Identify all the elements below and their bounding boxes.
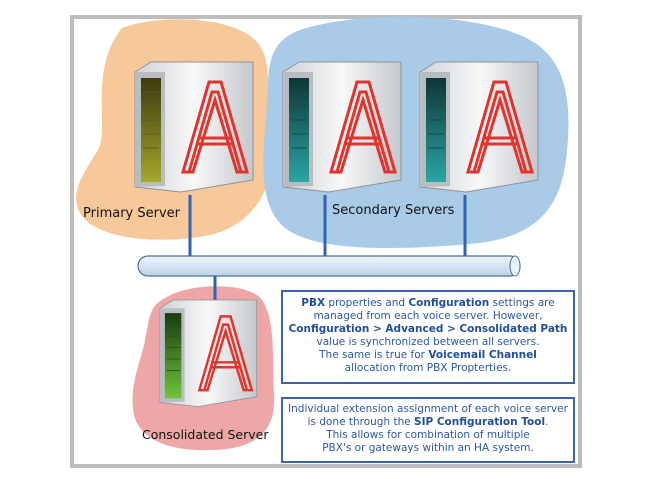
note-text: settings are xyxy=(489,297,555,309)
note-line: value is synchronized between all server… xyxy=(316,336,540,348)
note-line: is done through the SIP Configuration To… xyxy=(287,416,569,429)
sip-note: Individual extension assignment of each … xyxy=(281,397,575,463)
note-line: allocation from PBX Propterties. xyxy=(344,362,512,374)
note-text: properties and xyxy=(325,297,409,309)
note-bold-text: SIP Configuration Tool xyxy=(414,416,546,428)
consolidated-server-label: Consolidated Server xyxy=(142,427,269,442)
note-line: PBX properties and Configuration setting… xyxy=(287,297,569,310)
server-icon-teal xyxy=(282,61,402,193)
server-icon-green xyxy=(159,299,258,408)
note-line: managed from each voice server. However, xyxy=(313,310,543,322)
note-line: PBX's or gateways within an HA system. xyxy=(322,442,534,454)
note-bold-text: PBX xyxy=(301,297,326,309)
note-line: Individual extension assignment of each … xyxy=(288,403,568,415)
primary-server-label: Primary Server xyxy=(83,206,180,221)
server-icon-yellow xyxy=(134,61,254,193)
connectors xyxy=(188,195,467,300)
note-line: Configuration > Advanced > Consolidated … xyxy=(287,323,569,336)
note-text: The same is true for xyxy=(319,349,429,361)
sync-note: PBX properties and Configuration setting… xyxy=(281,290,575,384)
note-bold-text: Configuration > Advanced > Consolidated … xyxy=(288,323,568,335)
note-text: is done through the xyxy=(307,416,415,428)
secondary-servers-label: Secondary Servers xyxy=(332,203,455,218)
note-text: . xyxy=(545,416,549,428)
note-line: This allows for combination of multiple xyxy=(326,429,530,441)
note-bold-text: Configuration xyxy=(408,297,490,309)
note-bold-text: Voicemail Channel xyxy=(428,349,537,361)
server-icon-teal xyxy=(419,61,539,193)
note-line: The same is true for Voicemail Channel xyxy=(287,349,569,362)
network-bus xyxy=(137,255,521,277)
